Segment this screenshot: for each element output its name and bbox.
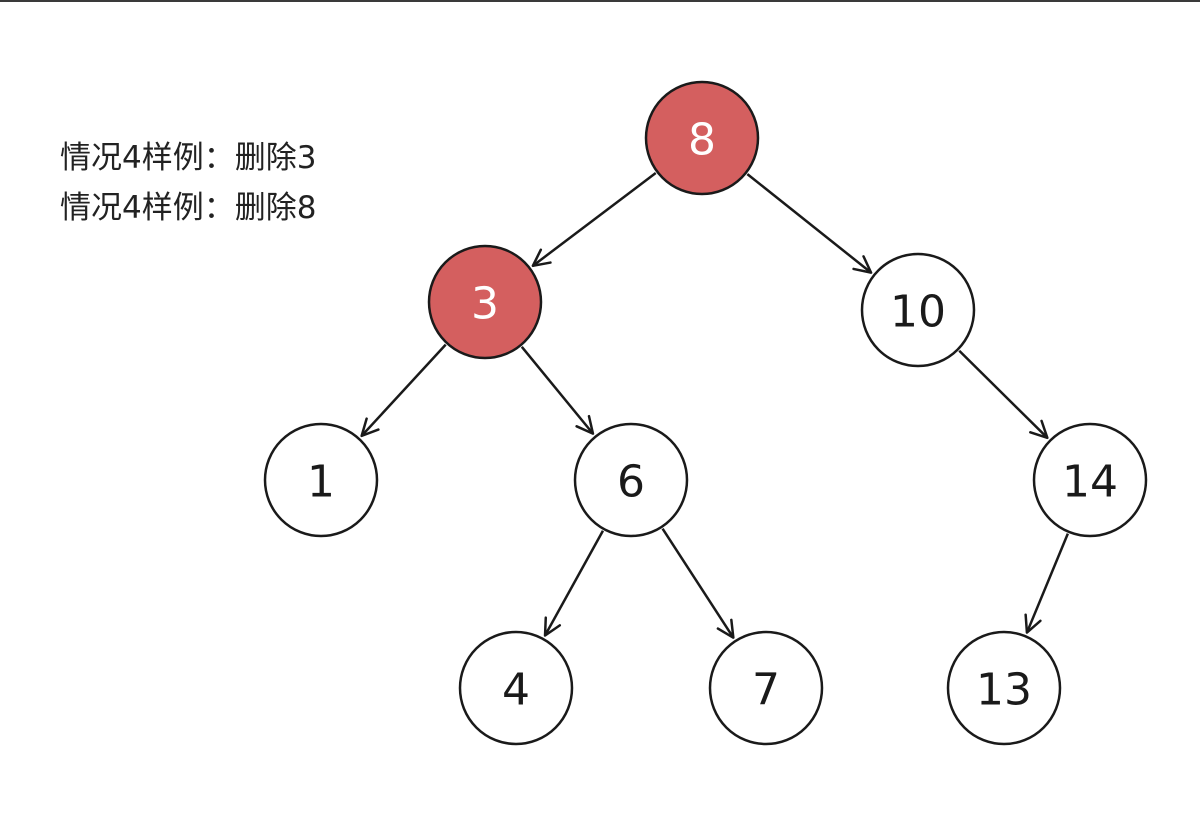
node-label: 7 (752, 665, 780, 716)
edge-n3-n1 (360, 343, 447, 438)
node-label: 14 (1062, 457, 1118, 508)
edge-n6-n7 (661, 527, 735, 639)
tree-node-13: 13 (946, 630, 1062, 746)
node-circle (458, 630, 574, 746)
tree-node-4: 4 (458, 630, 574, 746)
tree-node-8: 8 (644, 80, 760, 196)
node-label: 13 (976, 665, 1032, 716)
edge-n8-n10 (746, 173, 873, 274)
tree-node-14: 14 (1032, 422, 1148, 538)
node-label: 4 (502, 665, 530, 716)
tree-node-6: 6 (573, 422, 689, 538)
node-circle (263, 422, 379, 538)
tree-nodes: 8 3 10 1 6 14 4 7 13 (263, 80, 1148, 746)
tree-node-1: 1 (263, 422, 379, 538)
edge-n3-n6 (520, 346, 595, 435)
node-label: 3 (471, 279, 499, 330)
tree-node-3: 3 (427, 244, 543, 360)
node-circle (708, 630, 824, 746)
caption-delete-3: 情况4样例：删除3 (60, 140, 317, 176)
node-label: 1 (307, 457, 335, 508)
edge-n8-n3 (531, 171, 657, 268)
node-circle (427, 244, 543, 360)
node-circle (573, 422, 689, 538)
node-label: 6 (617, 457, 645, 508)
edge-n10-n14 (958, 349, 1049, 440)
node-circle (946, 630, 1062, 746)
node-label: 10 (890, 287, 946, 338)
node-circle (1032, 422, 1148, 538)
tree-edges (360, 171, 1069, 639)
node-label: 8 (688, 115, 716, 166)
node-circle (644, 80, 760, 196)
caption-block: 情况4样例：删除3 情况4样例：删除8 (60, 133, 316, 233)
caption-delete-8: 情况4样例：删除8 (60, 190, 317, 226)
edge-n14-n13 (1024, 533, 1069, 634)
tree-node-10: 10 (860, 252, 976, 368)
top-border (0, 0, 1200, 2)
tree-node-7: 7 (708, 630, 824, 746)
edge-n6-n4 (543, 530, 605, 637)
node-circle (860, 252, 976, 368)
